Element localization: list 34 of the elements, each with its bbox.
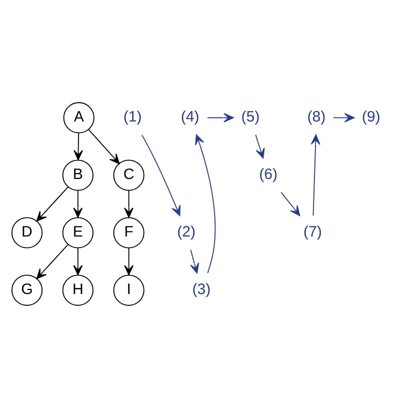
- arrow: [36, 243, 69, 279]
- arrow: [333, 112, 355, 122]
- node-text: (1): [123, 108, 142, 125]
- arrow: [73, 190, 83, 218]
- arrow: [142, 134, 180, 216]
- arrow: [190, 248, 200, 274]
- node-text: (3): [192, 280, 211, 298]
- node-text: (5): [241, 108, 260, 125]
- node-circle: H: [62, 274, 94, 306]
- arrow: [255, 134, 265, 158]
- arrow: [195, 134, 216, 273]
- node-text: (8): [307, 108, 326, 125]
- node-text: (7): [303, 222, 322, 240]
- node-text: (2): [177, 222, 196, 240]
- node-circle: D: [11, 216, 43, 248]
- node-circle: E: [62, 216, 94, 248]
- arrow: [73, 247, 83, 275]
- node-circle: A: [63, 102, 94, 133]
- node-text: (9): [362, 108, 380, 125]
- arrow: [207, 112, 234, 122]
- arrow: [280, 191, 300, 216]
- node-circle: F: [113, 216, 144, 248]
- node-circle: G: [11, 274, 43, 306]
- arrow: [310, 134, 320, 216]
- node-text: (6): [259, 165, 278, 182]
- arrow: [88, 128, 120, 164]
- arrow: [74, 132, 84, 160]
- node-circle: B: [62, 159, 94, 190]
- arrow: [36, 186, 69, 222]
- node-circle: C: [113, 159, 144, 190]
- arrow: [124, 190, 134, 218]
- node-text: (4): [180, 108, 200, 125]
- arrow: [124, 247, 134, 275]
- node-circle: I: [113, 274, 144, 306]
